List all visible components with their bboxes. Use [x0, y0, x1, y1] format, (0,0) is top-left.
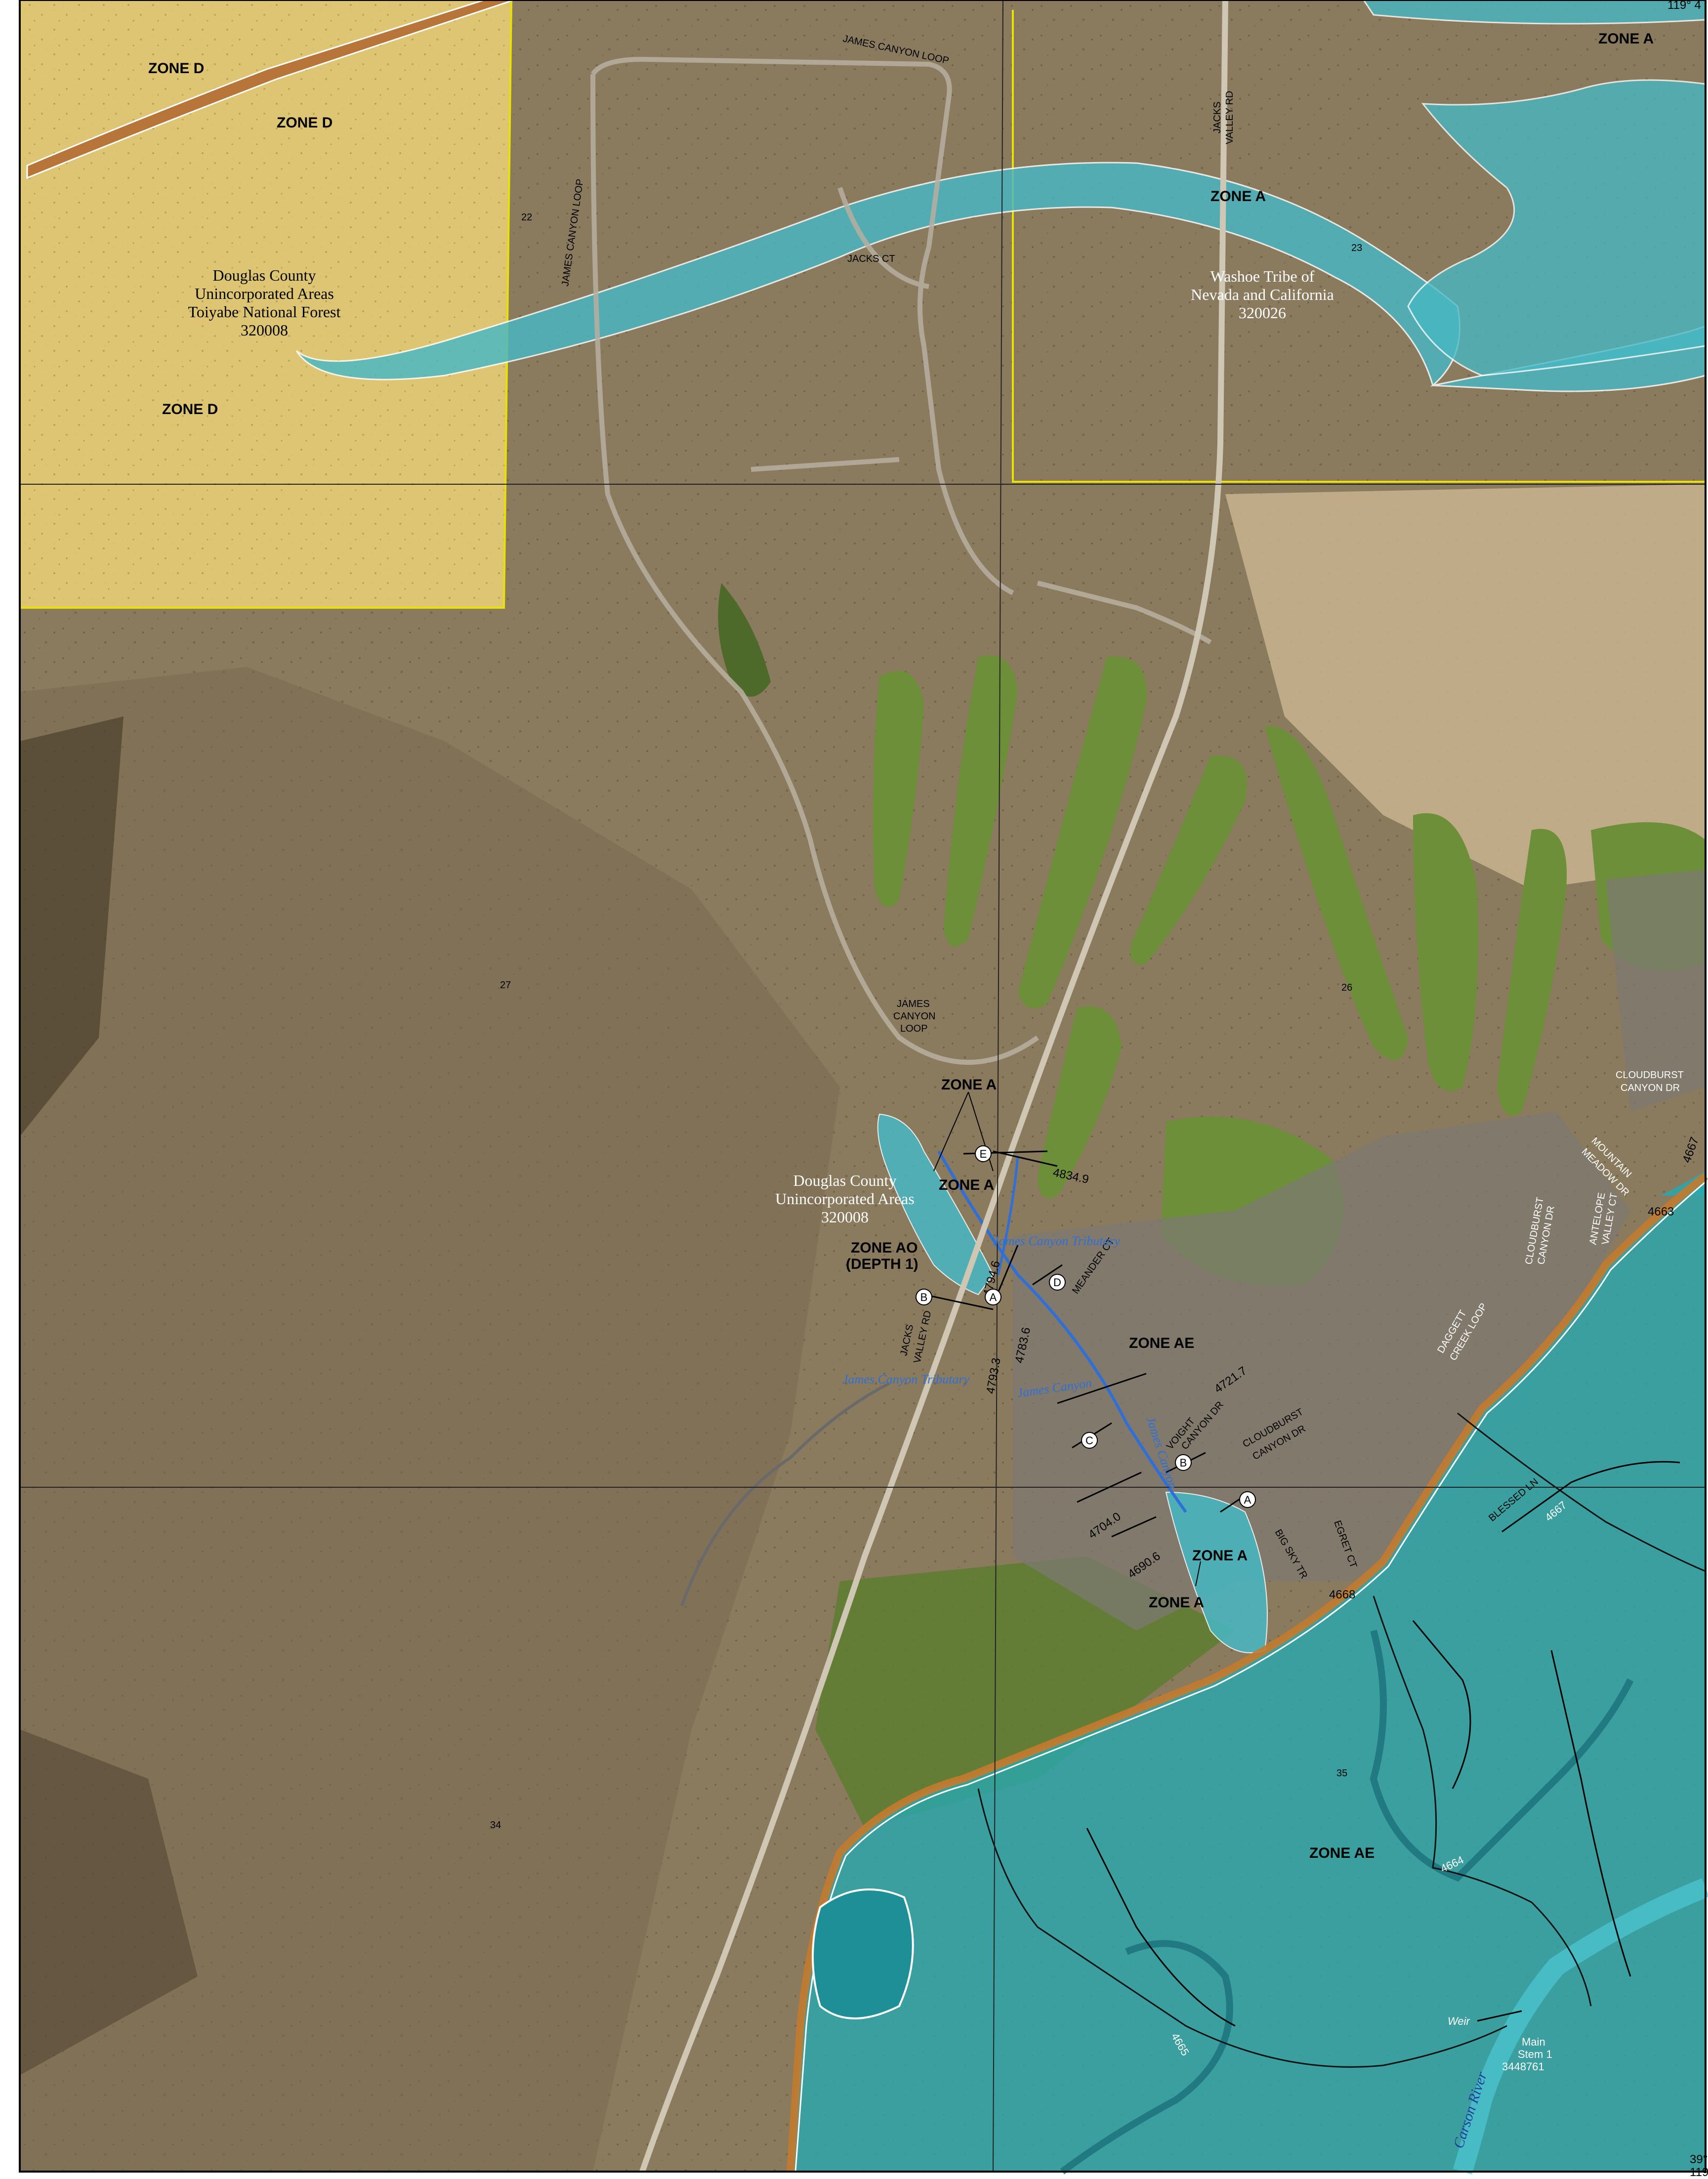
- zone-label-a-1: ZONE A: [1598, 31, 1654, 47]
- map-border: [19, 0, 1707, 2173]
- zone-label-d-2: ZONE D: [277, 115, 333, 131]
- zone-label-a-5: ZONE A: [1192, 1548, 1248, 1564]
- xs-marker-e: E: [975, 1145, 992, 1162]
- bfe-4668: 4668: [1329, 1588, 1355, 1601]
- xs-marker-b2: B: [1175, 1454, 1192, 1471]
- zone-label-a-4: ZONE A: [939, 1177, 994, 1193]
- xs-label-b2: B: [1180, 1457, 1187, 1469]
- community-toiyabe-1: Douglas County: [213, 266, 316, 284]
- stream-label-trib-2: James Canyon Tributary: [842, 1372, 970, 1386]
- community-douglas-3: 320008: [821, 1208, 869, 1226]
- community-washoe-1: Washoe Tribe of: [1210, 267, 1315, 285]
- community-toiyabe-2: Unincorporated Areas: [195, 285, 334, 302]
- zone-label-d-3: ZONE D: [162, 401, 218, 418]
- trail: [680, 1382, 890, 1606]
- section-35: 35: [1336, 1768, 1347, 1779]
- zone-label-ae-2: ZONE AE: [1309, 1845, 1375, 1861]
- section-26: 26: [1341, 982, 1352, 993]
- hills-left: [20, 667, 840, 2172]
- zone-label-a-2: ZONE A: [1210, 188, 1266, 205]
- zone-ae-edge: [794, 1181, 1706, 2172]
- street-jacks-valley-top-1: JACKS: [1212, 102, 1223, 133]
- coord-top-right: 119° 4: [1667, 0, 1701, 12]
- section-22: 22: [521, 212, 532, 223]
- street-cloudburst-right-2: CANYON DR: [1621, 1083, 1680, 1093]
- bfe-4663: 4663: [1648, 1205, 1674, 1218]
- street-jacks-valley-top-2: VALLEY RD: [1224, 91, 1235, 144]
- xs-label-e: E: [980, 1148, 987, 1160]
- street-jacks-ct: JACKS CT: [847, 253, 895, 264]
- roads: [590, 56, 1212, 1065]
- zone-d-texture: [20, 0, 511, 608]
- zone-label-a-3: ZONE A: [941, 1077, 997, 1093]
- section-27: 27: [500, 980, 511, 991]
- washoe-boundary: [1012, 10, 1706, 483]
- xs-marker-a2: A: [1239, 1491, 1256, 1508]
- floodway-line-2: [1373, 1595, 1592, 2007]
- street-james-canyon-loop-mid-1: JAMES: [897, 999, 930, 1009]
- zone-label-ao-depth: (DEPTH 1): [846, 1256, 918, 1272]
- street-james-canyon-loop-mid-2: CANYON: [893, 1011, 936, 1022]
- xs-label-b1: B: [920, 1291, 928, 1303]
- street-james-canyon-loop-mid-3: LOOP: [900, 1023, 928, 1034]
- xs-label-d: D: [1053, 1276, 1061, 1289]
- xs-label-a1: A: [990, 1291, 997, 1303]
- subdivision-area: [1013, 1112, 1630, 1631]
- section-34: 34: [490, 1820, 501, 1831]
- subdivision-right: [1606, 870, 1706, 1112]
- stream-label-trib-1: James Canyon Tributary: [993, 1234, 1121, 1248]
- graded-area: [1225, 484, 1706, 889]
- zone-a-lobe-top-right: [1407, 79, 1707, 377]
- shaded-x-fringe: [787, 1173, 1708, 2172]
- carson-river-channel: [1453, 1878, 1708, 2175]
- ridge-shadow-2: [20, 1729, 198, 2075]
- ridge-shadow: [20, 716, 124, 1136]
- xs-marker-d: D: [1049, 1274, 1066, 1291]
- zone-ae-area: [791, 1176, 1706, 2172]
- section-23: 23: [1351, 243, 1362, 253]
- zone-a-top-strip: [1363, 0, 1707, 25]
- jacks-valley-road: [639, 0, 1228, 2173]
- zone-label-a-6: ZONE A: [1149, 1594, 1204, 1611]
- xs-label-c: C: [1085, 1434, 1093, 1447]
- community-washoe-3: 320026: [1239, 304, 1286, 322]
- floodway-line-3: [1457, 1412, 1706, 1572]
- shaded-x-strip-top: [26, 0, 514, 179]
- meander-2: [1370, 1630, 1634, 1882]
- riparian-vegetation: [718, 583, 771, 697]
- community-toiyabe-3: Toiyabe National Forest: [188, 303, 341, 321]
- community-washoe-2: Nevada and California: [1191, 286, 1334, 303]
- section-grid: [20, 0, 1706, 2172]
- community-douglas-2: Unincorporated Areas: [775, 1190, 915, 1208]
- zone-label-ao: ZONE AO: [851, 1240, 918, 1256]
- meander-1: [1060, 1940, 1233, 2175]
- xs-marker-a1: A: [985, 1289, 1001, 1305]
- pond: [812, 1888, 914, 2019]
- zone-label-d-1: ZONE D: [148, 60, 204, 77]
- structure-main-stem-1: Main: [1522, 2036, 1545, 2048]
- bfe-lines: [993, 1150, 1680, 2027]
- structure-main-stem-2: Stem 1: [1518, 2048, 1552, 2060]
- zone-d-boundary: [20, 0, 512, 609]
- community-douglas-1: Douglas County: [793, 1172, 897, 1189]
- structure-weir: Weir: [1448, 2015, 1470, 2027]
- xs-label-a2: A: [1244, 1494, 1251, 1506]
- channel-tributary: [997, 1156, 1019, 1275]
- community-toiyabe-4: 320008: [241, 321, 288, 339]
- zone-label-ae-1: ZONE AE: [1129, 1335, 1194, 1351]
- floodway-line-1: [977, 1788, 1507, 2068]
- street-cloudburst-right-1: CLOUDBURST: [1616, 1070, 1684, 1081]
- xs-marker-c: C: [1081, 1432, 1098, 1449]
- xs-marker-b1: B: [916, 1289, 932, 1305]
- weir-line: [1477, 2010, 1522, 2022]
- channel-james-canyon: [937, 1150, 1187, 1513]
- structure-main-stem-3: 3448761: [1502, 2060, 1544, 2073]
